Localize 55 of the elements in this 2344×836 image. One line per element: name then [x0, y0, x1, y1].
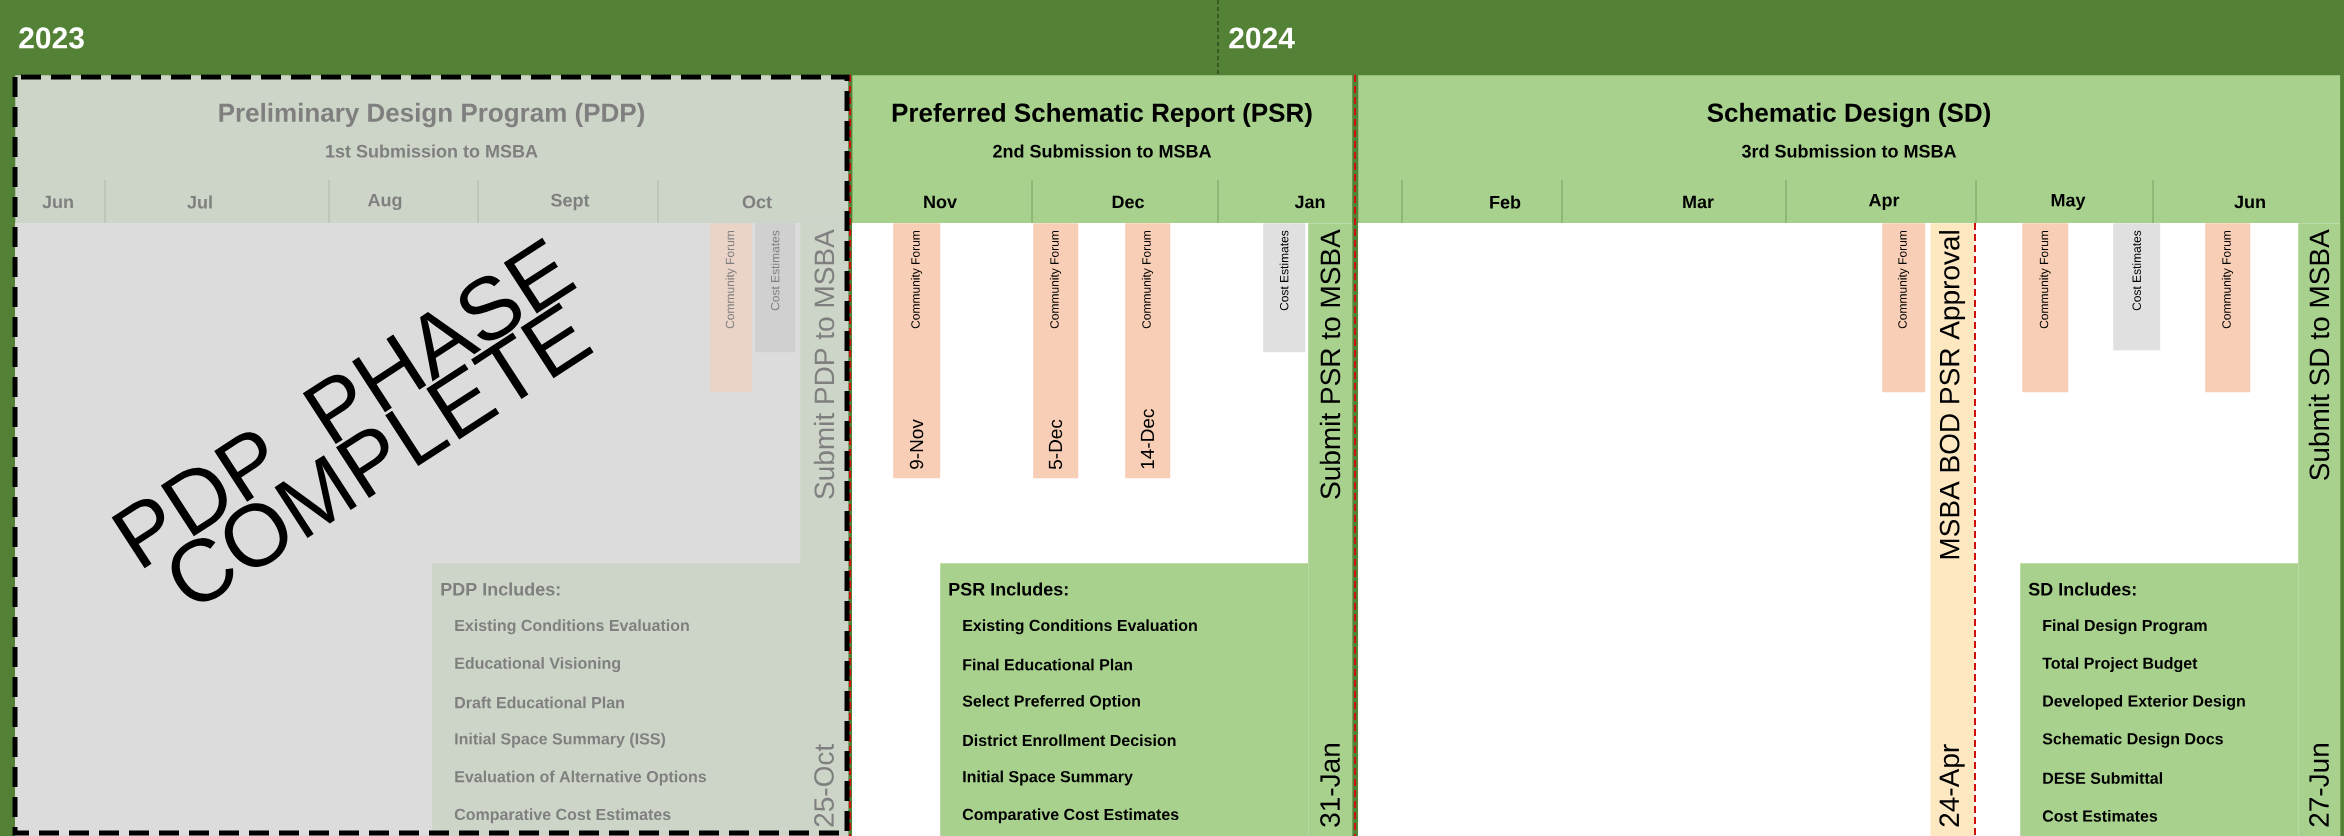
node-label: SD Includes: — [2028, 582, 2136, 596]
month-label: Aug — [367, 193, 402, 211]
node-label: Comparative Cost Estimates — [454, 808, 671, 824]
milestone-bar: Submit SD to MSBA 27-Jun — [2298, 223, 2341, 836]
node-label: Developed Exterior Design — [2043, 694, 2245, 710]
node-label: DESE Submittal — [2043, 772, 2162, 784]
node-label: Educational Visioning — [455, 657, 620, 673]
month-label: Sept — [551, 193, 590, 211]
event-bar: Cost Estimates — [1263, 223, 1306, 353]
event-bar: Cost Estimates — [2113, 223, 2161, 351]
month-label: Feb — [1490, 195, 1521, 209]
node-label: Draft Educational Plan — [455, 696, 624, 709]
node-label: Existing Conditions Evaluation — [963, 619, 1197, 635]
milestone-bar: MSBA BOD PSR Approval 24-Apr — [1930, 223, 1975, 836]
year-label: 2024 — [1229, 27, 1295, 49]
year-label: 2023 — [19, 27, 84, 49]
node-label: Submit PSR to MSBA — [1319, 229, 1341, 499]
node-label: District Enrollment Decision — [963, 734, 1176, 747]
month-label: May — [2051, 193, 2086, 211]
month-label: Jul — [187, 195, 212, 209]
event-bar: Community Forum 14-Dec — [1125, 223, 1171, 479]
event-bar: Community Forum 5-Dec — [1033, 223, 1079, 479]
node-label: Initial Space Summary — [963, 770, 1133, 786]
node-label: Select Preferred Option — [962, 694, 1140, 710]
month-label: Nov — [924, 195, 957, 209]
event-bar: Community Forum 9-Nov — [893, 223, 941, 479]
node-label: PSR Includes: — [949, 582, 1068, 596]
node-label: Evaluation of Alternative Options — [455, 770, 707, 786]
node-label: Submit PDP to MSBA — [813, 229, 835, 499]
month-label: Mar — [1683, 195, 1714, 209]
event-bar: Community Forum — [2022, 223, 2069, 393]
node-label: Total Project Budget — [2042, 657, 2198, 673]
event-bar: Community Forum — [2205, 223, 2251, 393]
month-label: Oct — [742, 195, 772, 209]
event-bar: Community Forum — [710, 223, 753, 393]
node-label: Comparative Cost Estimates — [962, 808, 1179, 824]
event-bar: Community Forum — [1882, 223, 1926, 393]
month-label: Jun — [2234, 195, 2265, 209]
node-label: Existing Conditions Evaluation — [455, 619, 689, 635]
node-label: Initial Space Summary (ISS) — [455, 732, 666, 748]
node-label: Final Design Program — [2043, 619, 2207, 635]
month-label: Jun — [42, 195, 73, 209]
month-label: Jan — [1294, 195, 1325, 209]
milestone-bar: Submit PDP to MSBA 25-Oct — [800, 223, 849, 836]
month-label: Apr — [1869, 193, 1900, 211]
node-label: 27-Jun — [2309, 744, 2329, 827]
node-label: 31-Jan — [1320, 744, 1340, 827]
milestone-bar: Submit PSR to MSBA 31-Jan — [1308, 223, 1353, 836]
node-label: Submit SD to MSBA — [2308, 229, 2330, 481]
node-label: Final Educational Plan — [963, 658, 1132, 671]
event-bar: Cost Estimates — [755, 223, 796, 353]
node-label: Schematic Design Docs — [2042, 732, 2223, 748]
node-label: Cost Estimates — [2042, 809, 2158, 822]
month-label: Dec — [1112, 195, 1144, 209]
node-label: 25-Oct — [814, 743, 834, 827]
